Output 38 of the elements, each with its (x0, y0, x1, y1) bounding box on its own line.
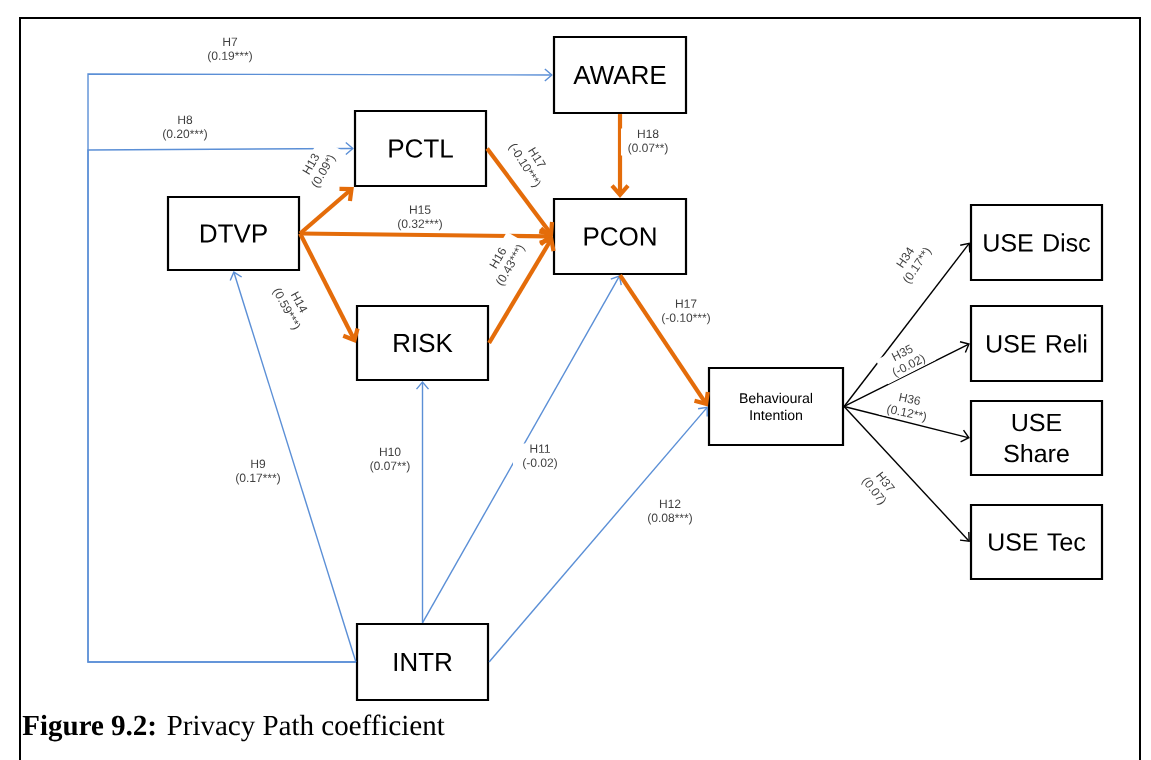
path-arrow (843, 405, 970, 542)
construct-box: Behavioural Intention (707, 366, 845, 447)
path-coefficient-label: H7 (0.19***) (203, 36, 257, 64)
path-arrow (487, 236, 556, 345)
path-coefficient-label: H9 (0.17***) (231, 458, 285, 486)
construct-box: PCON (552, 197, 688, 276)
path-coefficient-label: H8 (0.20***) (158, 114, 212, 142)
path-arrow (485, 147, 555, 237)
construct-box: USE Tec (969, 503, 1104, 581)
path-arrow (298, 232, 360, 343)
path-coefficient-label: H36 (0.12**) (878, 388, 938, 426)
path-coefficient-label: H10 (0.07**) (363, 446, 417, 474)
figure-caption: Figure 9.2: Privacy Path coefficient (22, 714, 445, 742)
construct-box: AWARE (552, 35, 688, 115)
path-coefficient-label: H15 (0.32***) (393, 204, 447, 232)
path-arrow (298, 186, 354, 236)
construct-box: USE Share (969, 399, 1104, 477)
construct-box: USE Reli (969, 304, 1104, 383)
path-arrow (843, 405, 970, 443)
path-arrow (843, 242, 971, 408)
path-arrow (618, 273, 710, 407)
path-arrow (488, 406, 708, 663)
path-arrow (229, 271, 357, 663)
path-arrow (610, 114, 630, 198)
construct-box: USE Disc (969, 203, 1104, 282)
construct-box: INTR (355, 622, 490, 702)
path-arrow (415, 381, 430, 624)
construct-box: RISK (355, 304, 490, 382)
construct-box: PCTL (353, 109, 488, 188)
construct-box: DTVP (166, 195, 301, 272)
path-coefficient-label: H17 (-0.10***) (659, 298, 713, 326)
path-arrow (300, 226, 553, 246)
path-coefficient-label: H18 (0.07**) (621, 128, 675, 156)
path-coefficient-label: H12 (0.08***) (643, 498, 697, 526)
path-arrow (843, 341, 970, 408)
path-arrow (87, 141, 357, 663)
path-arrow (421, 275, 622, 624)
path-coefficient-label: H11 (-0.02) (513, 443, 567, 471)
